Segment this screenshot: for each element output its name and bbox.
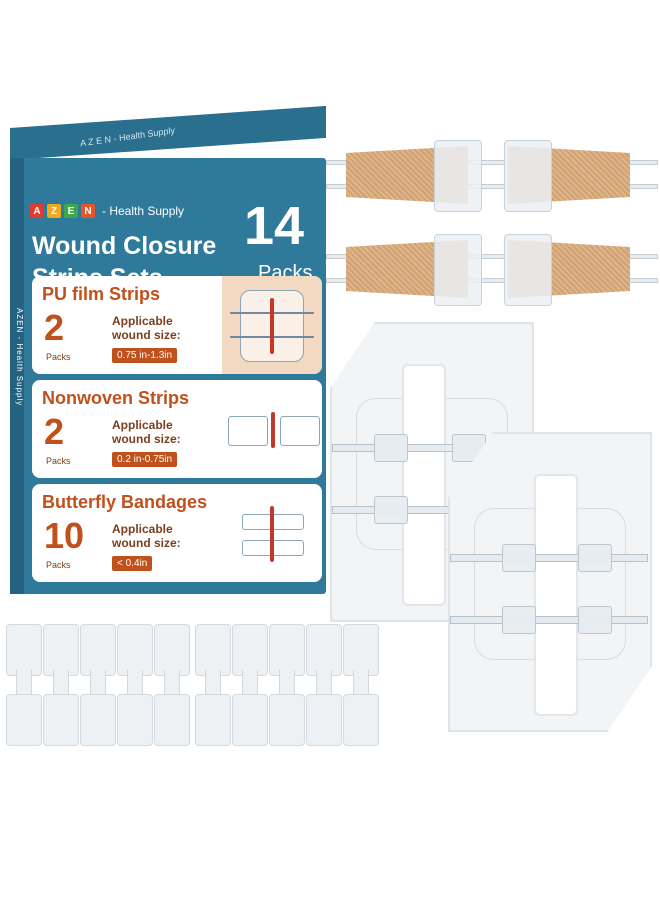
- panel-count: 10: [44, 515, 85, 556]
- panel-label: Applicable wound size:: [112, 522, 181, 550]
- panel-unit: Packs: [46, 456, 71, 466]
- wound-sketch: [270, 298, 274, 354]
- brand-letter: Z: [47, 204, 61, 218]
- pu-clip: [502, 606, 536, 634]
- nonwoven-tie: [326, 184, 658, 189]
- pu-clip: [578, 544, 612, 572]
- pu-clip: [374, 496, 408, 524]
- pu-zip-tie: [450, 554, 648, 562]
- nonwoven-tie: [326, 278, 658, 283]
- box-top-brand: A Z E N - Health Supply: [79, 125, 176, 149]
- panel-label: Applicable wound size:: [112, 418, 181, 446]
- nonwoven-sketch-left: [228, 416, 268, 446]
- box-side-brand: AZEN - Health Supply: [15, 308, 24, 407]
- pu-zip-tie: [450, 616, 648, 624]
- pu-clip: [374, 434, 408, 462]
- brand-letter: E: [64, 204, 78, 218]
- panel-size-badge: 0.75 in-1.3in: [112, 348, 178, 363]
- box-top-flap: A Z E N - Health Supply: [10, 105, 326, 160]
- pu-film-patch-2: [448, 432, 652, 732]
- panel-unit: Packs: [46, 560, 71, 570]
- wound-sketch: [271, 412, 275, 448]
- panel-pu-film: PU film Strips 2 Packs Applicable wound …: [32, 276, 322, 374]
- panel-nonwoven: Nonwoven Strips 2 Packs Applicable wound…: [32, 380, 322, 478]
- nonwoven-strip-1: [326, 140, 658, 212]
- panel-label: Applicable wound size:: [112, 314, 181, 342]
- pu-window-slot: [402, 364, 446, 606]
- box-title-line1: Wound Closure: [32, 232, 217, 260]
- nonwoven-strip-2: [326, 234, 658, 306]
- butterfly-illustration: [222, 484, 322, 582]
- wound-sketch: [270, 506, 274, 562]
- nonwoven-illustration: [222, 380, 322, 478]
- butterfly-bandage: [80, 624, 116, 746]
- butterfly-bandage: [343, 624, 379, 746]
- total-pack-count: 14: [244, 196, 305, 256]
- butterfly-bandage: [43, 624, 79, 746]
- brand-letter: A: [30, 204, 44, 218]
- nonwoven-tie: [326, 160, 658, 165]
- nonwoven-clip: [434, 234, 482, 306]
- box-side: AZEN - Health Supply: [10, 158, 24, 594]
- butterfly-bandage: [232, 624, 268, 746]
- box-front: A Z E N - Health Supply Wound Closure St…: [10, 158, 326, 594]
- panel-butterfly: Butterfly Bandages 10 Packs Applicable w…: [32, 484, 322, 582]
- butterfly-bandage: [117, 624, 153, 746]
- pu-clip: [578, 606, 612, 634]
- panel-size-badge: 0.2 in-0.75in: [112, 452, 178, 467]
- pu-clip: [502, 544, 536, 572]
- nonwoven-clip: [434, 140, 482, 212]
- panel-count: 2: [44, 307, 65, 348]
- panel-unit: Packs: [46, 352, 71, 362]
- panel-count: 2: [44, 411, 65, 452]
- nonwoven-sketch-right: [280, 416, 320, 446]
- pu-film-illustration: [222, 276, 322, 374]
- panel-name: Nonwoven Strips: [42, 388, 190, 408]
- panel-size-badge: < 0.4in: [112, 556, 153, 571]
- butterfly-bandage: [306, 624, 342, 746]
- butterfly-bandage: [195, 624, 231, 746]
- panel-name: Butterfly Bandages: [42, 492, 208, 512]
- butterfly-bandage: [269, 624, 305, 746]
- brand-letter: N: [81, 204, 95, 218]
- butterfly-bandage: [154, 624, 190, 746]
- pu-window-slot: [534, 474, 578, 716]
- panel-name: PU film Strips: [42, 284, 161, 304]
- butterfly-bandage: [6, 624, 42, 746]
- nonwoven-clip: [504, 140, 552, 212]
- brand-tagline: - Health Supply: [102, 204, 185, 218]
- brand-logo: A Z E N - Health Supply: [30, 204, 184, 218]
- product-box: A Z E N - Health Supply A Z E N - Health…: [10, 105, 330, 594]
- nonwoven-tie: [326, 254, 658, 259]
- nonwoven-clip: [504, 234, 552, 306]
